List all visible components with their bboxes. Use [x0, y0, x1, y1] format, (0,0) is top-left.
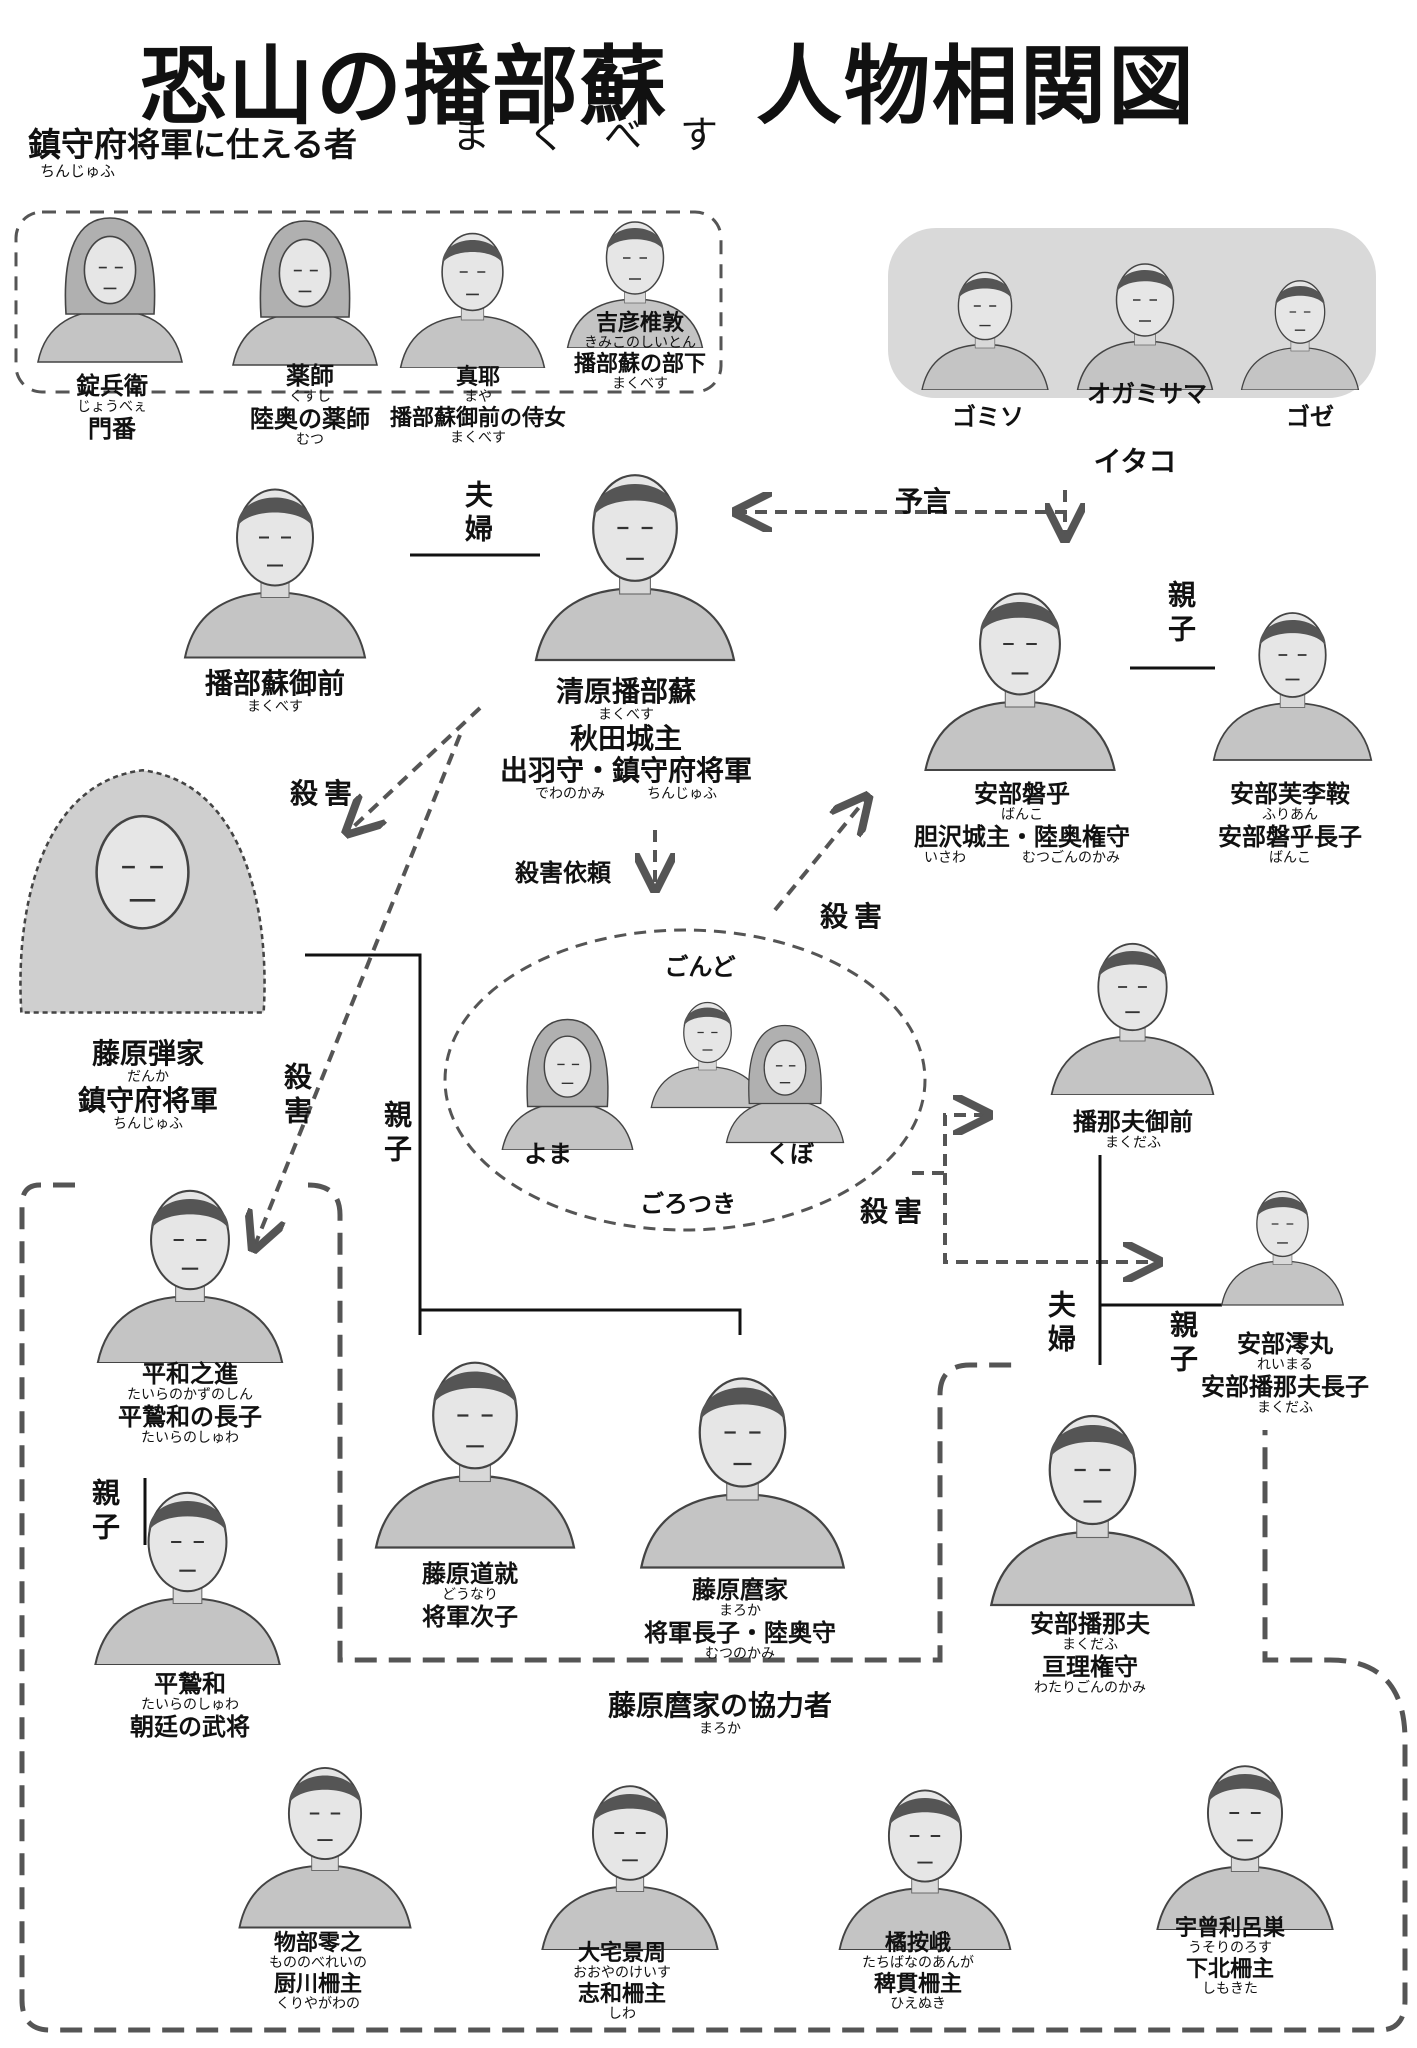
chinjufu-servants-label: 鎮守府将軍に仕える者	[28, 125, 358, 164]
relation-fuufu-makudafu: 夫婦	[1044, 1290, 1077, 1358]
yoma-label: よま	[524, 1139, 572, 1168]
kubo-label: くぼ	[766, 1139, 814, 1168]
relation-satsugai-makudafu: 殺害	[860, 1195, 929, 1228]
relation-yogen: 予言	[895, 485, 952, 518]
maroka-allies-label: 藤原麿家の協力者 まろか	[607, 1689, 833, 1737]
relation-satsugai-heiwa: 殺害	[280, 1062, 313, 1130]
abe-banko-label: 安部磐乎 ばんこ 胆沢城主・陸奥権守 いさわ むつごんのかみ	[914, 779, 1130, 866]
relation-satsugai-danka: 殺害	[290, 777, 359, 810]
relation-fuufu-makubesu: 夫婦	[461, 480, 494, 548]
jobee-label: 錠兵衛 じょうべぇ 門番	[76, 371, 148, 443]
abe-furian-label: 安部芙李鞍 ふりあん 安部磐乎長子 ばんこ	[1218, 779, 1362, 866]
usori-label: 宇曾利呂巣 うそりのろす 下北柵主 しもきた	[1174, 1915, 1286, 1997]
makudafu-gozen-label: 播那夫御前 まくだふ	[1073, 1107, 1193, 1151]
itako-group-label: イタコ	[1093, 445, 1177, 478]
mononobe-label: 物部零之 もののべれいの 厨川柵主 くりやがわの	[269, 1930, 367, 2012]
page-title: 恐山の播部蘇 人物相関図	[140, 36, 1196, 137]
kusushi-label: 薬師 くすし 陸奥の薬師 むつ	[250, 361, 370, 448]
taira-shuwa-label: 平鷙和 たいらのしゅわ 朝廷の武将	[130, 1669, 250, 1741]
chinjufu-servants-ruby: ちんじゅふ	[40, 162, 116, 180]
makubesu-gozen-label: 播部蘇御前 まくべす	[204, 667, 346, 715]
relation-satsugai-irai: 殺害依頼	[515, 858, 611, 887]
relation-oyako-danka: 親子	[380, 1100, 413, 1168]
kimiko-label: 吉彦椎敦 きみこのしいとん 播部蘇の部下 まくべす	[573, 310, 707, 392]
abe-reimaru-label: 安部澪丸 れいまる 安部播那夫長子 まくだふ	[1201, 1329, 1369, 1416]
relation-satsugai-banko: 殺害	[820, 900, 889, 933]
fujiwara-danka-label: 藤原弾家 だんか 鎮守府将軍 ちんじゅふ	[77, 1037, 219, 1132]
tachibana-label: 橘按峨 たちばなのあんが 稗貫柵主 ひえぬき	[862, 1930, 974, 2012]
ogamisama-label: オガミサマ	[1087, 379, 1207, 408]
maroka-label: 藤原麿家 まろか 将軍長子・陸奥守 むつのかみ	[644, 1575, 836, 1662]
gomiso-label: ゴミソ	[952, 402, 1024, 431]
relation-oyako-banko: 親子	[1164, 580, 1197, 648]
heiwa-no-shin-label: 平和之進 たいらのかずのしん 平鷙和の長子 たいらのしゅわ	[118, 1359, 262, 1446]
goze-label: ゴゼ	[1286, 402, 1334, 431]
gorotsuki-group-label: ごろつき	[640, 1189, 736, 1218]
abe-makudafu-label: 安部播那夫 まくだふ 亘理権守 わたりごんのかみ	[1030, 1609, 1150, 1696]
gondo-label: ごんど	[664, 952, 736, 981]
kiyohara-label: 清原播部蘇 まくべす 秋田城主 出羽守・鎮守府将軍 でわのかみ ちんじゅふ	[499, 675, 753, 802]
michinari-label: 藤原道就 どうなり 将軍次子	[422, 1559, 518, 1631]
relation-oyako-taira: 親子	[88, 1478, 121, 1546]
oyake-label: 大宅景周 おおやのけいす 志和柵主 しわ	[573, 1940, 671, 2022]
page-title-ruby: まくべす	[452, 113, 757, 157]
maya-label: 真耶 まや 播部蘇御前の侍女 まくべす	[389, 364, 567, 446]
relation-oyako-reimaru: 親子	[1166, 1310, 1199, 1378]
